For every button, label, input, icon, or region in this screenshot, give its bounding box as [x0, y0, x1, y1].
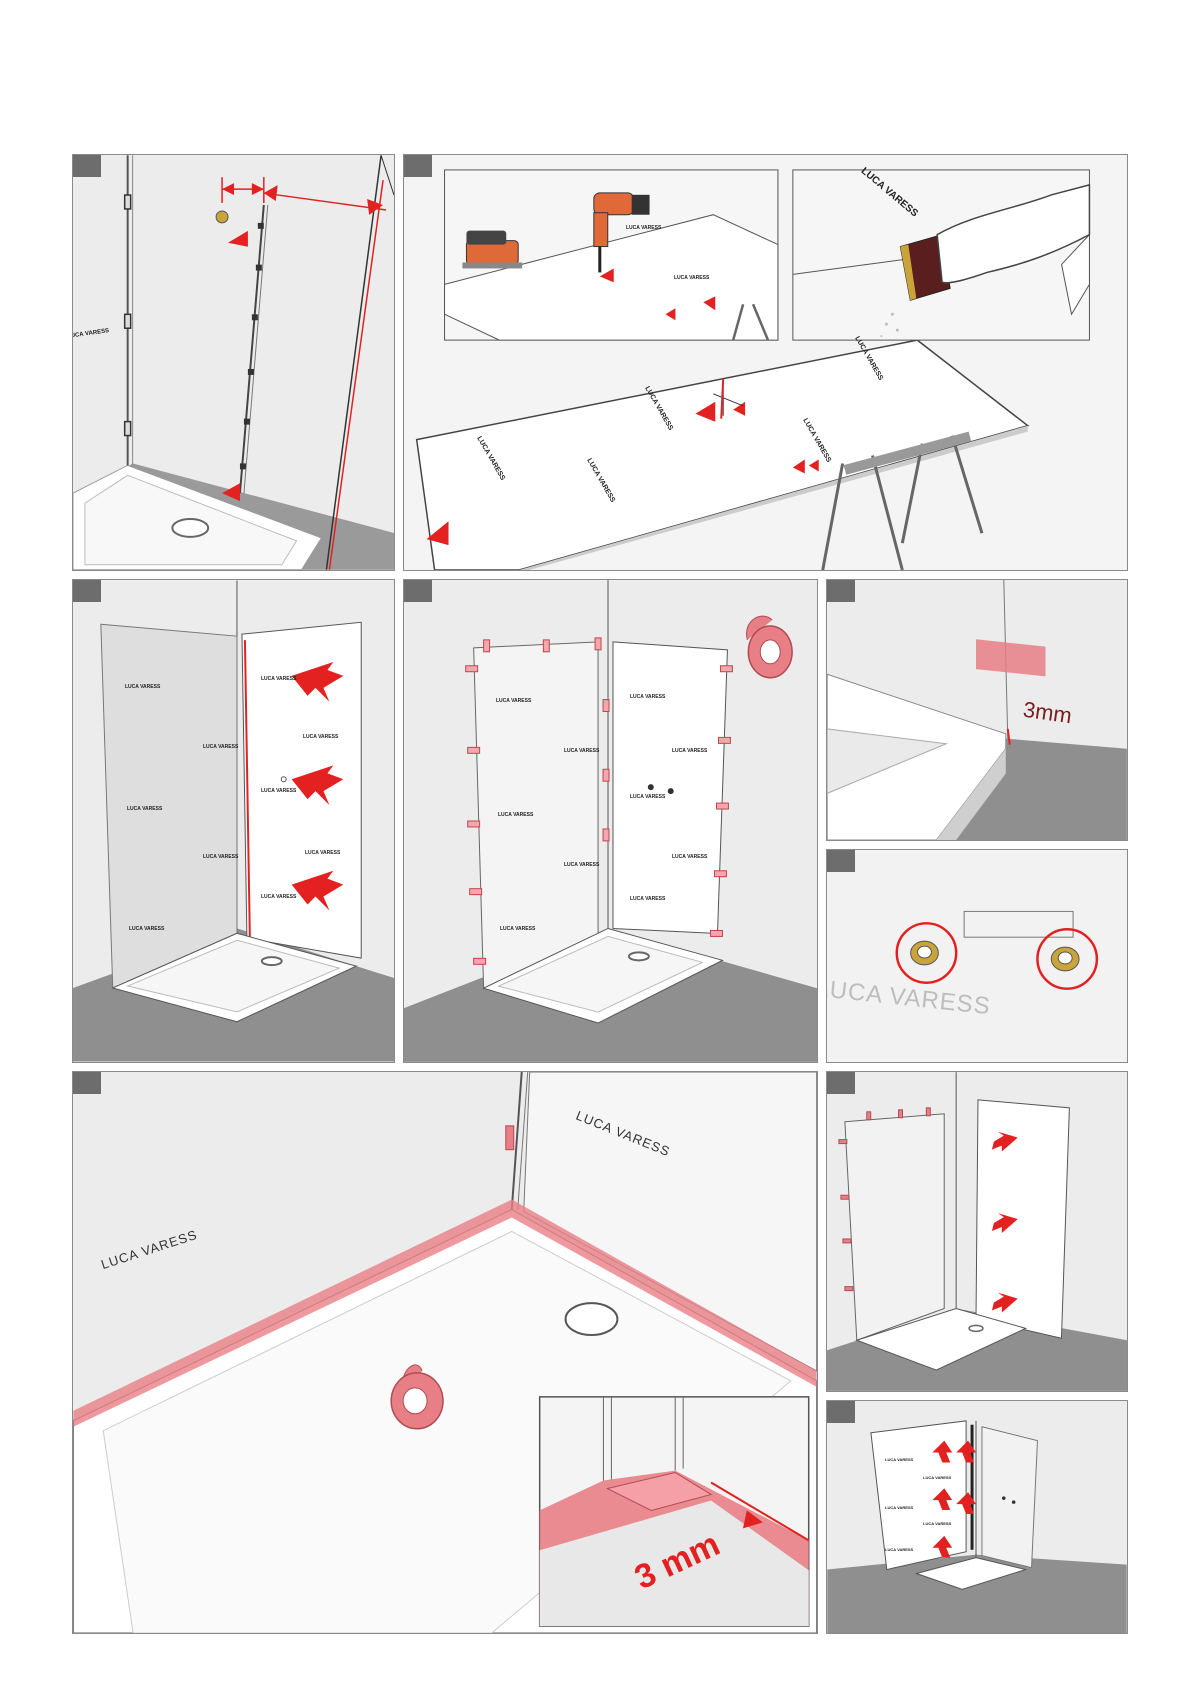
brand-label: LUCA VARESS: [626, 225, 662, 231]
brand-label: LUCA VARESS: [923, 1521, 952, 1526]
brand-label: LUCA VARESS: [885, 1457, 914, 1462]
wall-measure-illustration: [73, 155, 394, 570]
brand-label: LUCA VARESS: [564, 748, 600, 754]
brand-label: LUCA VARESS: [496, 698, 532, 704]
brand-label: LUCA VARESS: [303, 734, 339, 740]
bracket-closeup-illustration: [827, 850, 1127, 1062]
hand-icon: [936, 183, 1091, 284]
mounting-bracket-icon: [895, 922, 958, 984]
step-panel-1: LUCA VARESS: [72, 154, 395, 571]
brand-label: LUCA VARESS: [125, 684, 161, 690]
brand-label: LUCA VARESS: [261, 788, 297, 794]
panel-fitting-illustration: [73, 580, 394, 1062]
mounting-bracket-icon: [465, 637, 733, 965]
sanding-block-icon: [899, 233, 951, 301]
brand-label: LUCA VARESS: [305, 850, 341, 856]
mounting-bracket-icon: [215, 210, 229, 224]
jigsaw-icon: [462, 230, 523, 269]
brand-label: LUCA VARESS: [630, 896, 666, 902]
step-tag: [827, 580, 855, 602]
brand-label: LUCA VARESS: [923, 1475, 952, 1480]
drain-icon: [171, 518, 210, 538]
brand-label: LUCA VARESS: [203, 854, 239, 860]
step-tag: [73, 580, 101, 602]
step-panel-4: LUCA VARESS LUCA VARESS LUCA VARESS LUCA…: [403, 579, 818, 1063]
panel-install-illustration: [827, 1072, 1127, 1391]
brand-label: LUCA VARESS: [672, 854, 708, 860]
arrow-icon: [932, 1440, 977, 1558]
panel-install-illustration: [827, 1401, 1127, 1633]
step-tag: [73, 1072, 101, 1094]
mounting-bracket-icon: [1036, 928, 1099, 990]
brand-label: LUCA VARESS: [498, 812, 534, 818]
tape-roll-icon: [390, 1364, 444, 1430]
step-panel-3: LUCA VARESS LUCA VARESS LUCA VARESS LUCA…: [72, 579, 395, 1063]
step-tag: [827, 850, 855, 872]
drain-icon: [564, 1302, 619, 1337]
step-panel-8: [826, 1071, 1128, 1392]
brand-label: LUCA VARESS: [500, 926, 536, 932]
step-panel-2: LUCA VARESS LUCA VARESS LUCA VARESS LUCA…: [403, 154, 1128, 571]
cutting-illustration: [404, 155, 1127, 570]
brand-label: LUCA VARESS: [885, 1547, 914, 1552]
brand-label: LUCA VARESS: [129, 926, 165, 932]
step-panel-6: LUCA VARESS: [826, 849, 1128, 1063]
brand-label: LUCA VARESS: [127, 806, 163, 812]
brand-label: LUCA VARESS: [261, 894, 297, 900]
step-tag: [404, 155, 432, 177]
arrow-icon: [991, 1131, 1018, 1313]
brand-label: LUCA VARESS: [885, 1505, 914, 1510]
brand-label: LUCA VARESS: [630, 794, 666, 800]
step-tag: [827, 1072, 855, 1094]
tape-roll-icon: [746, 615, 793, 679]
step-tag: [827, 1401, 855, 1423]
drain-icon: [260, 956, 283, 967]
brand-label: LUCA VARESS: [630, 694, 666, 700]
drill-icon: [593, 192, 650, 273]
step-panel-9: LUCA VARESS LUCA VARESS LUCA VARESS LUCA…: [826, 1400, 1128, 1634]
step-panel-5: 3mm: [826, 579, 1128, 841]
brand-label: LUCA VARESS: [203, 744, 239, 750]
mounting-bracket-icon: [838, 1107, 931, 1292]
step-tag: [404, 580, 432, 602]
gap-detail-illustration: [827, 580, 1127, 840]
arrow-icon: [291, 661, 344, 911]
step-tag: [73, 155, 101, 177]
tray-taping-illustration: [73, 1072, 817, 1633]
brand-label: LUCA VARESS: [564, 862, 600, 868]
bracket-illustration: [404, 580, 817, 1062]
brand-label: LUCA VARESS: [261, 676, 297, 682]
drain-icon: [968, 1324, 984, 1333]
brand-label: LUCA VARESS: [674, 275, 710, 281]
step-panel-7: LUCA VARESS LUCA VARESS 3 mm: [72, 1071, 818, 1634]
brand-label: LUCA VARESS: [672, 748, 708, 754]
drain-icon: [627, 951, 650, 962]
